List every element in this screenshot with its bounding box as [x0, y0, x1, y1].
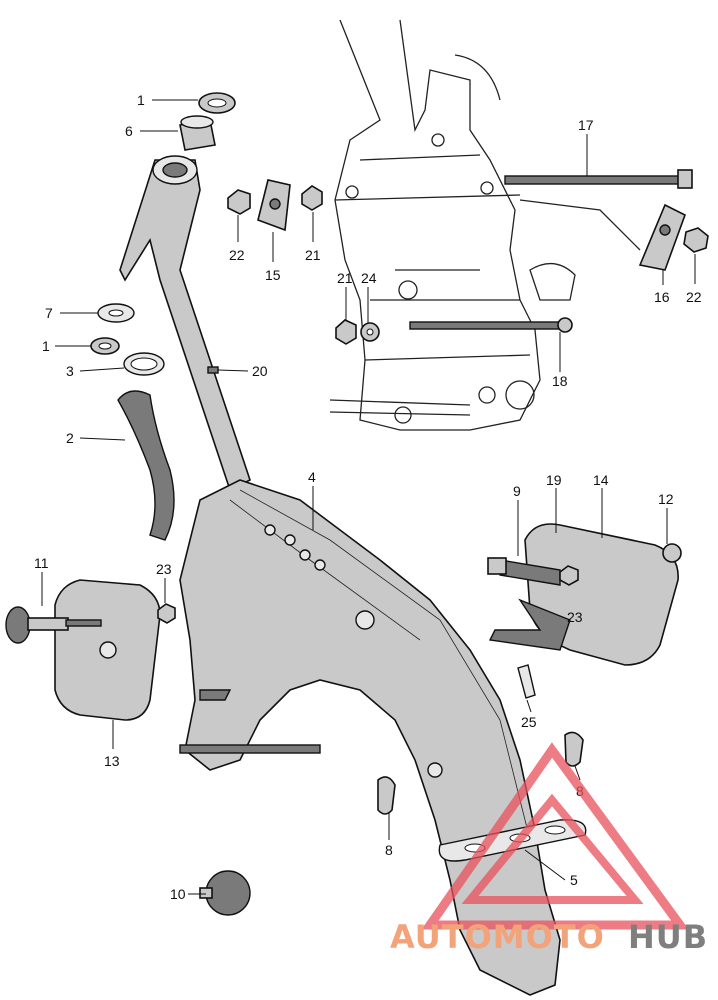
label-21-top: 21 — [305, 247, 321, 263]
pin-25 — [517, 664, 536, 699]
label-19: 19 — [546, 472, 562, 488]
label-10: 10 — [170, 886, 186, 902]
nut-21-mid — [335, 319, 357, 345]
label-6: 6 — [125, 123, 133, 139]
label-5: 5 — [570, 872, 578, 888]
nut-22-left — [227, 189, 251, 215]
screw-12 — [662, 543, 682, 563]
washer-7 — [97, 303, 135, 323]
nut-21-top — [301, 185, 323, 211]
label-23-left: 23 — [156, 561, 172, 577]
reflector-8-left — [377, 776, 396, 815]
label-1-mid: 1 — [42, 338, 50, 354]
label-21-mid: 21 — [337, 270, 353, 286]
label-2: 2 — [66, 430, 74, 446]
label-25: 25 — [521, 714, 537, 730]
label-17: 17 — [578, 117, 594, 133]
label-1-top: 1 — [137, 92, 145, 108]
cap-6 — [179, 115, 216, 151]
bolt-17 — [504, 169, 693, 189]
nut-22-right — [683, 227, 709, 253]
label-9: 9 — [513, 483, 521, 499]
bolt-18 — [409, 317, 573, 333]
rubber-10 — [199, 870, 251, 916]
label-7: 7 — [45, 305, 53, 321]
nut-23-right — [559, 565, 579, 586]
label-22-left: 22 — [229, 247, 245, 263]
clamp-3 — [123, 352, 165, 376]
knob-11 — [5, 606, 102, 644]
label-18: 18 — [552, 373, 568, 389]
nut-23-left — [157, 603, 176, 624]
pin-20 — [207, 366, 219, 374]
washer-24 — [360, 322, 380, 342]
battery-box-13 — [54, 579, 161, 721]
bracket-15 — [257, 179, 291, 232]
label-20: 20 — [252, 363, 268, 379]
label-23-right: 23 — [567, 609, 583, 625]
spring-washer-1-mid — [90, 337, 120, 355]
watermark-text-auto: AUTOMOTO — [390, 918, 605, 956]
frame-outline — [329, 19, 641, 431]
label-12: 12 — [658, 491, 674, 507]
label-22-right: 22 — [686, 289, 702, 305]
leader-lines — [41, 99, 696, 895]
bracket-16 — [638, 203, 686, 271]
hose-2 — [117, 390, 175, 541]
label-8-left: 8 — [385, 842, 393, 858]
reflector-8-right — [564, 731, 584, 767]
label-15: 15 — [265, 267, 281, 283]
label-16: 16 — [654, 289, 670, 305]
spring-washer-1-top — [198, 92, 236, 114]
label-11: 11 — [34, 555, 49, 571]
label-4: 4 — [308, 469, 316, 485]
label-24: 24 — [361, 270, 377, 286]
main-frame-4 — [179, 479, 561, 996]
label-13: 13 — [104, 753, 120, 769]
label-14: 14 — [593, 472, 609, 488]
bolt-9 — [487, 557, 507, 575]
watermark-logo: AUTOMOTO HUB — [390, 742, 708, 956]
label-3: 3 — [66, 363, 74, 379]
watermark-text-hub: HUB — [628, 918, 708, 956]
